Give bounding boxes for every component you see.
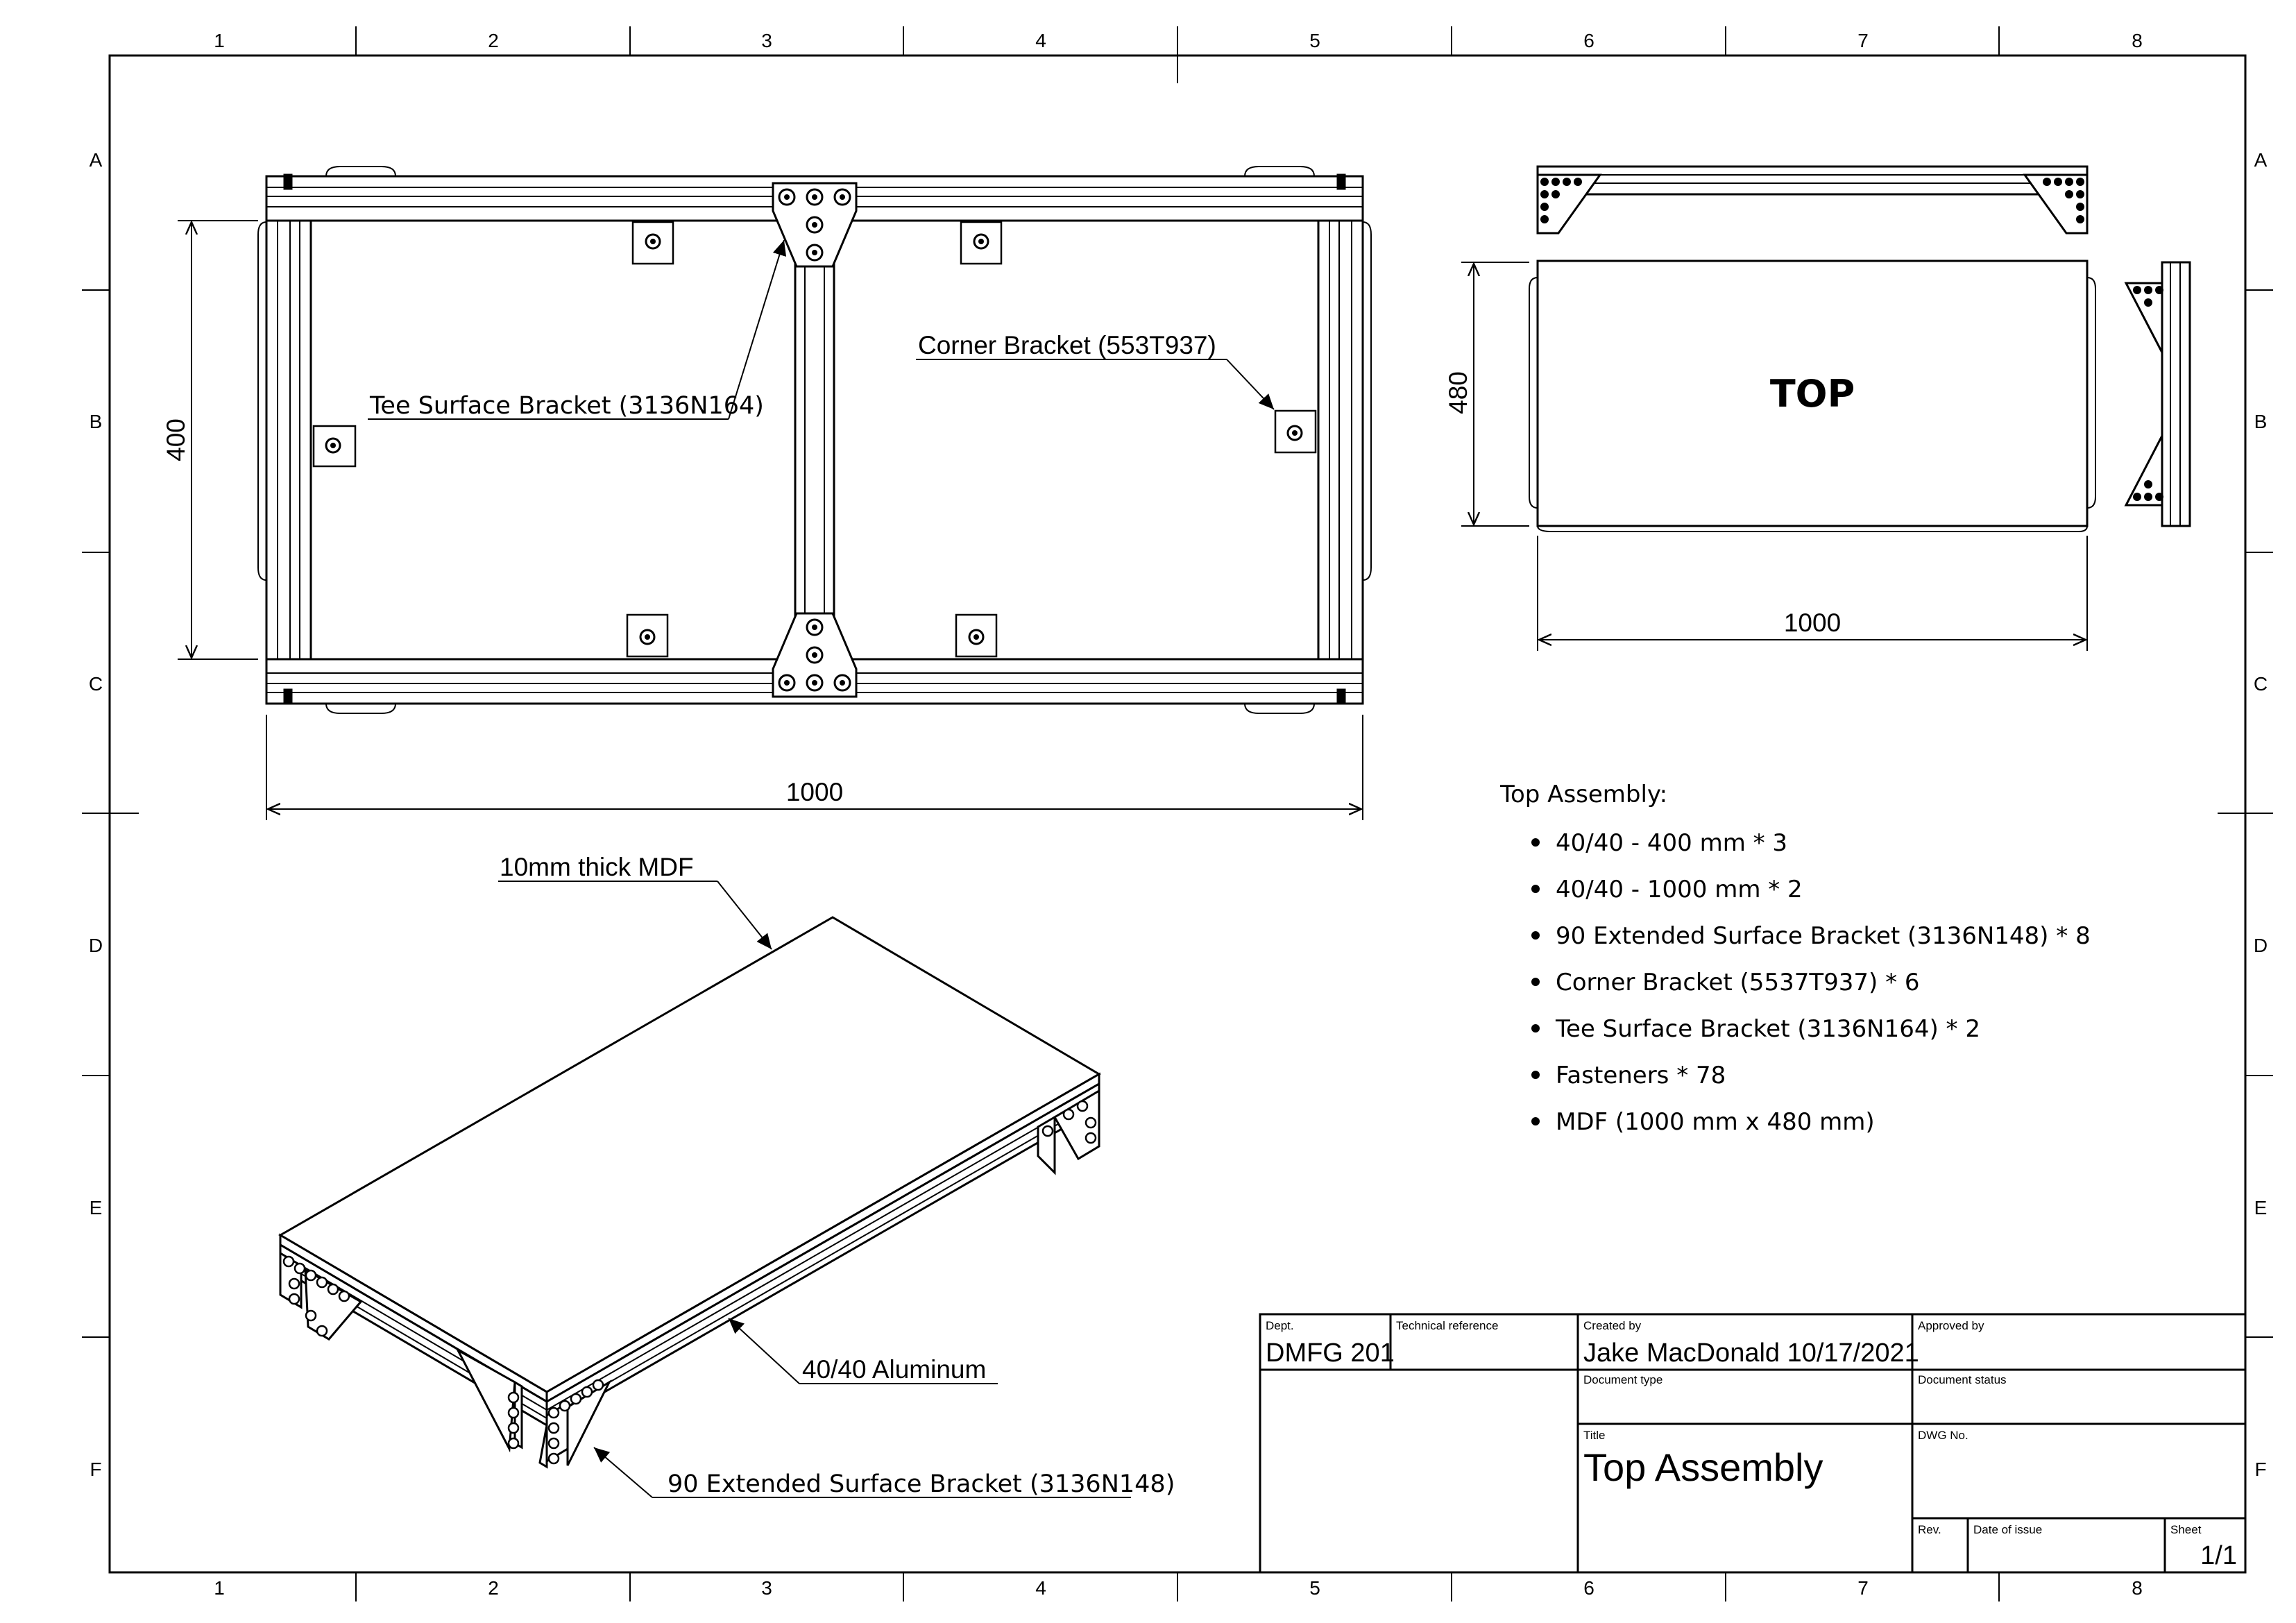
title-value: Top Assembly — [1583, 1445, 1823, 1489]
top-view-fasteners — [1540, 178, 2163, 501]
title-block — [1259, 1313, 2247, 1574]
zone-col-3: 3 — [761, 30, 772, 51]
zone-col-3-bottom: 3 — [761, 1577, 772, 1599]
callout-corner-bracket: Corner Bracket (553T937) — [918, 331, 1216, 359]
zone-labels-top: 1 2 3 4 5 6 7 8 — [214, 30, 2143, 51]
zone-col-8: 8 — [2132, 30, 2143, 51]
zone-row-b-right: B — [2254, 411, 2268, 432]
iso-view-assembly — [278, 916, 1101, 1469]
title-label: Title — [1583, 1429, 1606, 1442]
approved-by-label: Approved by — [1918, 1319, 1984, 1332]
bom-heading: Top Assembly: — [1499, 781, 1667, 808]
zone-labels-bottom: 1 2 3 4 5 6 7 8 — [214, 1577, 2143, 1599]
sheet-value: 1/1 — [2200, 1541, 2237, 1570]
zone-row-f-right: F — [2254, 1459, 2266, 1480]
zone-col-4: 4 — [1035, 30, 1046, 51]
zone-col-7-bottom: 7 — [1857, 1577, 1869, 1599]
zone-labels-left: A B C D E F — [89, 149, 103, 1480]
zone-row-f: F — [90, 1459, 101, 1480]
zone-col-1-bottom: 1 — [214, 1577, 225, 1599]
iso-view-fasteners — [282, 1100, 1097, 1465]
zone-row-d: D — [89, 935, 103, 956]
zone-col-5-bottom: 5 — [1309, 1577, 1320, 1599]
date-of-issue-label: Date of issue — [1973, 1523, 2042, 1536]
zone-row-c-right: C — [2254, 673, 2268, 695]
bom-item: Fasteners * 78 — [1556, 1062, 1726, 1089]
zone-col-2: 2 — [488, 30, 499, 51]
zone-row-e-right: E — [2254, 1197, 2268, 1218]
zone-col-7: 7 — [1857, 30, 1869, 51]
top-view-label: TOP — [1770, 372, 1855, 416]
zone-col-4-bottom: 4 — [1035, 1577, 1046, 1599]
zone-col-2-bottom: 2 — [488, 1577, 499, 1599]
bom-item: Tee Surface Bracket (3136N164) * 2 — [1555, 1015, 1980, 1043]
document-type-label: Document type — [1583, 1373, 1663, 1386]
zone-col-1: 1 — [214, 30, 225, 51]
zone-col-6-bottom: 6 — [1583, 1577, 1595, 1599]
front-view-fastener-dots — [330, 194, 1298, 686]
zone-row-e: E — [90, 1197, 103, 1218]
callout-tee-surface-bracket: Tee Surface Bracket (3136N164) — [369, 392, 764, 420]
bom-item: 40/40 - 400 mm * 3 — [1556, 829, 1787, 857]
front-view-width-dimension: 1000 — [786, 778, 843, 806]
zone-row-c: C — [89, 673, 103, 695]
front-view-height-dimension: 400 — [162, 418, 190, 461]
iso-view-leaders — [498, 881, 1131, 1498]
bom-bullet — [1531, 1071, 1540, 1079]
document-status-label: Document status — [1918, 1373, 2007, 1386]
bom-bullet — [1531, 1117, 1540, 1125]
bom-item: 40/40 - 1000 mm * 2 — [1556, 876, 1803, 903]
bom-bullet — [1531, 838, 1540, 847]
bom-list: Top Assembly: 40/40 - 400 mm * 3 40/40 -… — [1499, 781, 2091, 1136]
dwg-no-label: DWG No. — [1918, 1429, 1968, 1442]
zone-row-a: A — [90, 149, 103, 171]
top-view-frame — [1529, 165, 2191, 532]
front-view-leaders — [368, 239, 1275, 420]
bom-item: MDF (1000 mm x 480 mm) — [1556, 1108, 1875, 1136]
created-by-label: Created by — [1583, 1319, 1642, 1332]
callout-mdf: 10mm thick MDF — [500, 853, 694, 881]
zone-col-8-bottom: 8 — [2132, 1577, 2143, 1599]
zone-col-6: 6 — [1583, 30, 1595, 51]
created-by-value: Jake MacDonald 10/17/2021 — [1583, 1339, 1919, 1368]
dept-label: Dept. — [1266, 1319, 1294, 1332]
title-block-text: Dept. DMFG 201 Technical reference Creat… — [1266, 1319, 2237, 1570]
bom-item: 90 Extended Surface Bracket (3136N148) *… — [1556, 922, 2091, 950]
zone-row-d-right: D — [2254, 935, 2268, 956]
rev-label: Rev. — [1918, 1523, 1941, 1536]
sheet-label: Sheet — [2170, 1523, 2202, 1536]
callout-aluminum: 40/40 Aluminum — [802, 1355, 986, 1384]
zone-labels-right: A B C D E F — [2254, 149, 2268, 1480]
bom-bullet — [1531, 1024, 1540, 1033]
zone-row-b: B — [90, 411, 103, 432]
zone-row-a-right: A — [2254, 149, 2268, 171]
callout-extended-bracket: 90 Extended Surface Bracket (3136N148) — [667, 1470, 1175, 1498]
bom-item: Corner Bracket (5537T937) * 6 — [1556, 969, 1920, 996]
bom-bullet — [1531, 931, 1540, 940]
technical-reference-label: Technical reference — [1396, 1319, 1498, 1332]
top-view-width-dimension: 1000 — [1784, 609, 1841, 637]
bom-bullet — [1531, 885, 1540, 893]
dept-value: DMFG 201 — [1266, 1339, 1395, 1368]
zone-ticks — [82, 26, 2273, 1601]
top-view-height-dimension: 480 — [1444, 371, 1472, 414]
bom-bullet — [1531, 978, 1540, 986]
top-view-dimensions — [1461, 262, 2088, 651]
front-view-dimensions — [178, 220, 1363, 820]
zone-col-5: 5 — [1309, 30, 1320, 51]
